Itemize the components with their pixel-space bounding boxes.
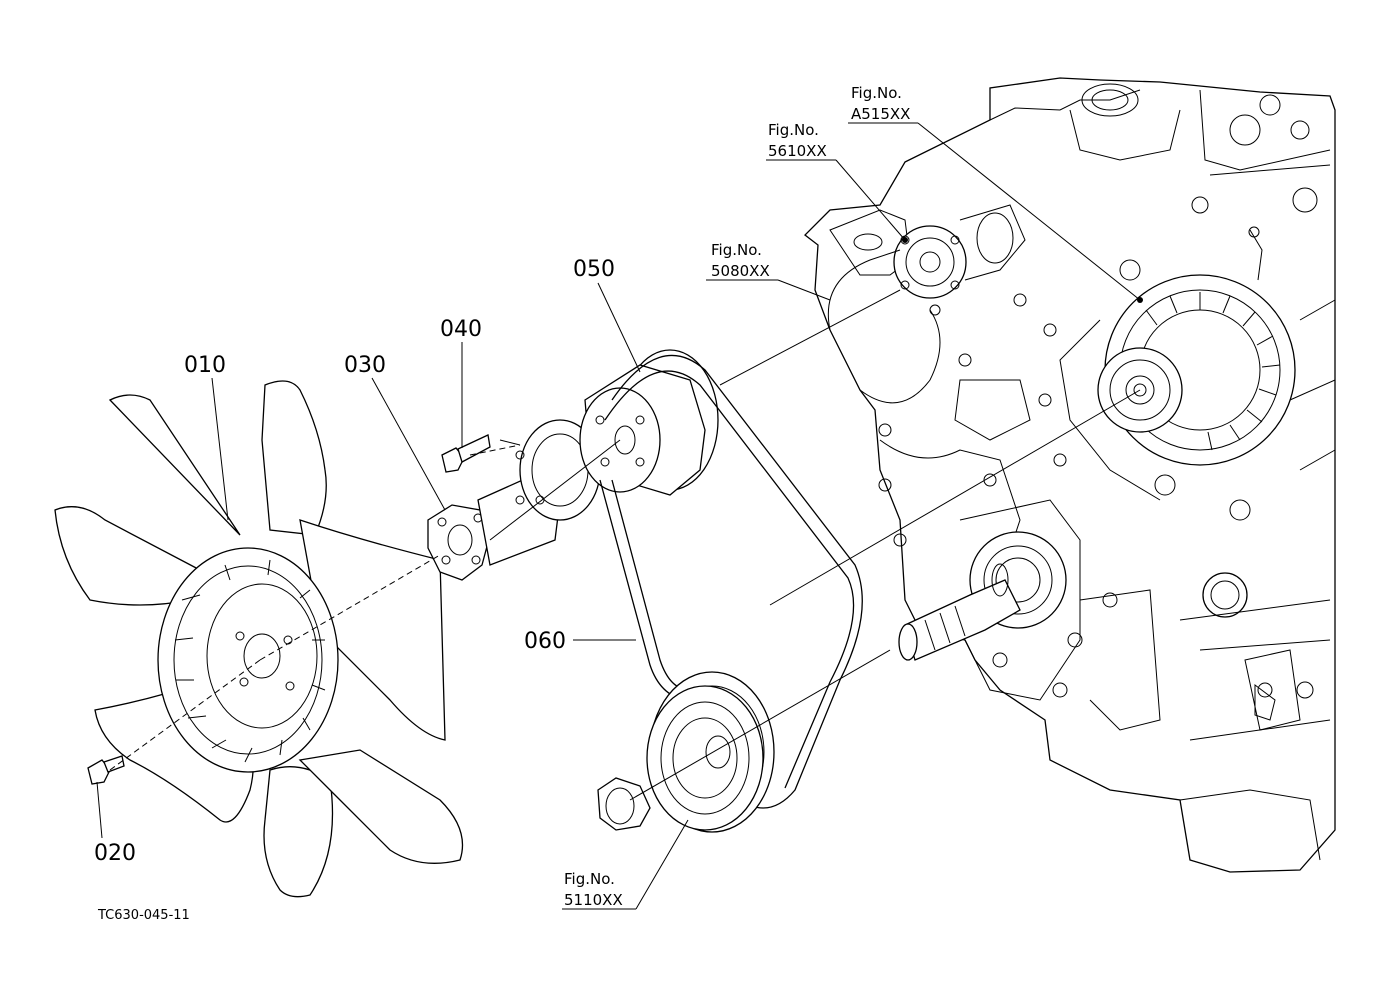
shaft-splines bbox=[924, 605, 966, 651]
assembly-centerlines bbox=[109, 289, 1141, 801]
drawing-code: TC630-045-11 bbox=[97, 908, 190, 923]
fig-ref-code: 5080XX bbox=[711, 262, 770, 280]
leader-dot bbox=[902, 237, 908, 243]
part-callout-030: 030 bbox=[344, 353, 386, 378]
fig-ref-label: Fig.No. bbox=[851, 84, 902, 102]
spacer-030-drawing bbox=[427, 504, 491, 581]
fig-ref-code: A515XX bbox=[851, 105, 910, 123]
leader-lines bbox=[96, 122, 1141, 910]
leader-dot bbox=[1137, 297, 1143, 303]
fig-ref-label: Fig.No. bbox=[768, 121, 819, 139]
nut-drawing bbox=[597, 777, 651, 831]
part-callout-010: 010 bbox=[184, 353, 226, 378]
engine-block-drawing bbox=[804, 77, 1336, 873]
figure-references: Fig.No. A515XX Fig.No. 5610XX Fig.No. 50… bbox=[564, 84, 910, 909]
pulley-050-drawing bbox=[579, 349, 719, 496]
part-callout-020: 020 bbox=[94, 841, 136, 866]
bolt-040-drawing bbox=[441, 434, 491, 473]
crank-pulley-drawing bbox=[646, 671, 775, 833]
part-callout-050: 050 bbox=[573, 257, 615, 282]
alternator-fins bbox=[1145, 292, 1281, 451]
fig-ref-label: Fig.No. bbox=[564, 870, 615, 888]
fig-ref-label: Fig.No. bbox=[711, 241, 762, 259]
fig-ref-code: 5610XX bbox=[768, 142, 827, 160]
bolt-020-drawing bbox=[87, 755, 125, 785]
fan-drawing bbox=[54, 380, 464, 898]
part-callouts: 010 020 030 040 050 060 bbox=[94, 257, 615, 866]
part-callout-060: 060 bbox=[524, 629, 566, 654]
fan-hub-ribs bbox=[174, 559, 326, 763]
part-callout-040: 040 bbox=[440, 317, 482, 342]
fig-ref-code: 5110XX bbox=[564, 891, 623, 909]
